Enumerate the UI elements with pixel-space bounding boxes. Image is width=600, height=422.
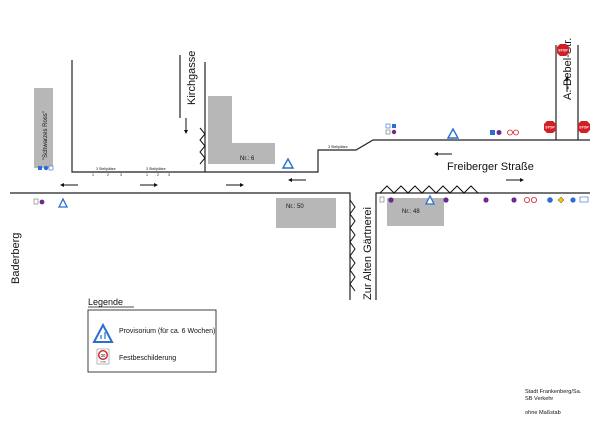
legend-sign-subtext: ZONE [100,362,106,364]
parking-tick-2a: 1 [146,173,148,177]
building-label-nr-48: Nr.: 48 [402,209,420,215]
direction-sign-icon [547,197,553,203]
stop-sign-icon: STOP [544,121,556,133]
no-stopping-sign-icon [483,197,489,203]
arrow-right-icon [226,183,244,187]
building-label-schwarzes-ross: "Schwarzes Ross" [43,111,49,160]
building-label-nr-6: Nr.: 6 [240,156,255,162]
construction-fences [199,127,479,292]
parking-label-left-1: 3 Stellplätze [96,167,116,171]
building-schwarzes-ross [34,88,53,168]
speed-limit-sign-icon [513,129,519,136]
credits: Stadt Frankenberg/Sa. SB Verkehr ohne Ma… [525,389,582,416]
building-nr-50 [276,198,336,228]
provisorium-sign-icon [424,194,436,205]
sign-cluster-bebel-corner [490,129,519,136]
sign-cluster-freiberger-north [385,123,397,135]
sign-board-icon [33,198,39,205]
sign-board-icon [379,196,385,203]
provisorium-sign-icon [281,157,295,169]
arrow-right-icon [140,183,158,187]
no-stopping-sign-icon [443,197,449,203]
street-label-kirchgasse: Kirchgasse [186,51,198,105]
arrow-left-icon [434,152,452,156]
legend-sign-value: 30 [101,353,106,358]
stop-sign-icon: STOP [557,44,569,56]
parking-tick-2b: 2 [157,173,159,177]
svg-text:STOP: STOP [545,126,555,130]
road-edge-freiberger-south [375,192,590,300]
sign-cluster-schwarzes-ross [38,165,54,171]
building-nr-6 [208,96,275,164]
fence-alte-gaertnerei-west [349,199,356,292]
buildings: "Schwarzes Ross" Nr.: 6 Nr.: 50 Nr.: 48 [34,88,444,228]
credit-line-4: ohne Maßstab [525,410,561,416]
street-names: Kirchgasse Freiberger Straße Baderberg Z… [10,38,574,300]
sign-board-icon [385,129,391,135]
provisional-signs [57,127,460,208]
sign-board-icon [579,196,589,203]
legend-title: Legende [88,297,123,307]
speed-limit-sign-icon [524,196,531,203]
no-stopping-sign-icon [388,197,394,203]
street-label-freiberger: Freiberger Straße [447,161,534,173]
legend-label-provisorium: Provisorium (für ca. 6 Wochen) [119,328,215,335]
svg-text:STOP: STOP [579,126,589,130]
parking-label-left-2: 3 Stellplätze [146,167,166,171]
round-sign-icon [570,197,576,203]
street-label-baderberg: Baderberg [10,233,22,284]
parking-tick-1c: 3 [120,173,122,177]
provisorium-sign-icon [57,197,69,208]
arrow-left-icon [60,183,78,187]
parking-markings: 3 Stellplätze 3 Stellplätze 1 2 3 1 2 3 … [90,145,348,177]
svg-text:STOP: STOP [558,49,568,53]
parking-tick-2c: 3 [168,173,170,177]
fixed-signs: STOP STOP STOP [33,44,590,205]
parking-label-right: 3 Stellplätze [328,145,348,149]
sign-cluster-baderberg [33,198,45,205]
round-sign-icon [43,165,49,171]
speed-limit-sign-icon: 30 ZONE [96,348,110,365]
sign-board-icon [385,123,391,129]
speed-limit-sign-icon [507,129,513,136]
priority-road-sign-icon [557,196,565,204]
parking-sign-icon [392,124,396,128]
road-edge-main-north-left [71,60,205,173]
credit-line-1: Stadt Frankenberg/Sa. [525,389,582,395]
direction-arrows [60,76,569,187]
parking-tick-1a: 1 [92,173,94,177]
road-edge-main-south-left [10,192,351,300]
no-stopping-sign-icon [391,129,397,135]
road-network [10,45,590,300]
building-label-nr-50: Nr.: 50 [286,204,304,210]
arrow-right-icon [506,178,524,182]
no-stopping-sign-icon [496,130,502,135]
parking-sign-icon [38,166,42,170]
arrow-up-icon [565,76,569,92]
speed-limit-sign-icon [531,196,538,203]
parking-sign-icon [490,130,495,135]
fence-freiberger-south [379,185,479,194]
street-label-alten-gaertnerei: Zur Alten Gärtnerei [362,207,374,300]
legend-label-festbeschilderung: Festbeschilderung [119,355,176,362]
road-edge-main-north-mid [205,139,590,173]
stop-sign-icon: STOP [578,121,590,133]
credit-line-2: SB Verkehr [525,396,553,402]
sign-cluster-freiberger-south [379,196,589,204]
fence-kirchgasse [199,127,206,165]
provisorium-sign-icon [446,127,460,139]
building-nr-48 [387,198,444,226]
info-sign-icon [48,165,54,171]
parking-tick-1b: 2 [107,173,109,177]
arrow-down-icon [184,118,188,134]
no-stopping-sign-icon [39,199,45,205]
legend: Legende Provisorium (für ca. 6 Wochen) 3… [87,297,217,373]
provisorium-sign-icon [92,322,114,343]
arrow-left-icon [288,178,306,182]
no-stopping-sign-icon [511,197,517,203]
